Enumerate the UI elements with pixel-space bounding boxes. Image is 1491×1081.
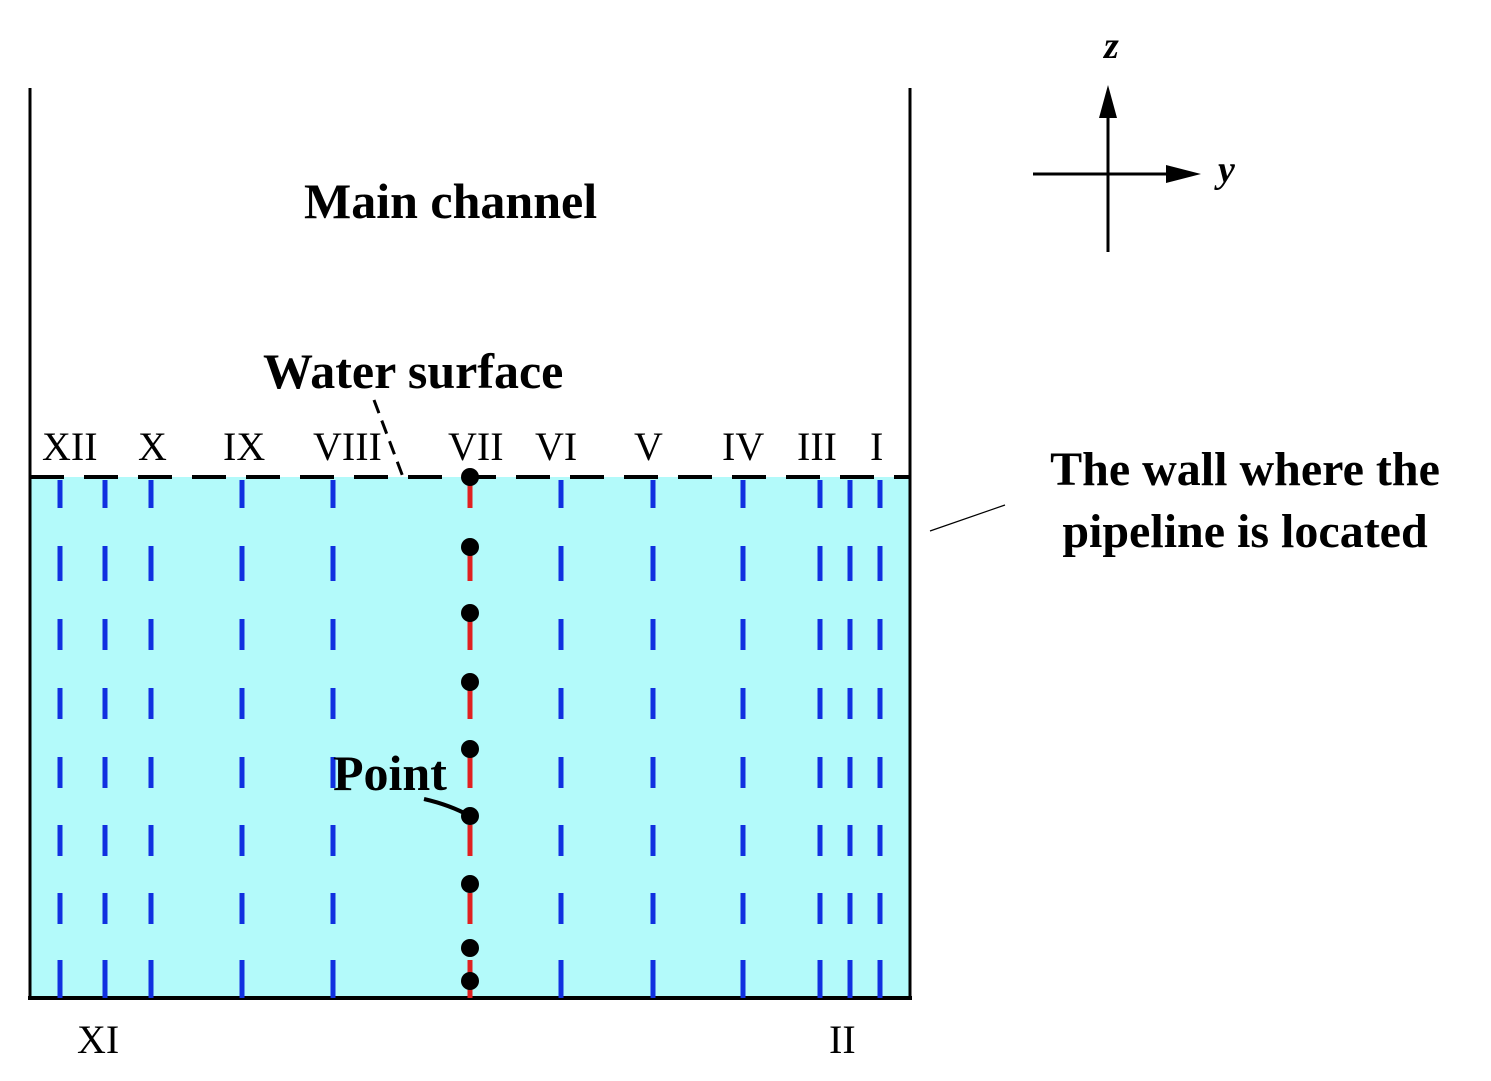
measurement-points: [461, 468, 479, 990]
measurement-verticals: [57, 480, 883, 998]
section-label-ix: IX: [223, 424, 266, 469]
measurement-point: [461, 807, 479, 825]
section-label-xi: XI: [77, 1017, 120, 1062]
measurement-point: [461, 972, 479, 990]
wall-leader: [929, 504, 1006, 532]
z-axis-label: z: [1104, 25, 1119, 67]
measurement-point: [461, 604, 479, 622]
section-label-viii: VIII: [313, 424, 382, 469]
measurement-point: [461, 538, 479, 556]
wall-label: The wall where the pipeline is located: [1010, 439, 1480, 563]
main-channel-label: Main channel: [304, 173, 598, 229]
section-label-ii: II: [829, 1017, 856, 1062]
measurement-point: [461, 875, 479, 893]
section-label-v: V: [634, 424, 663, 469]
point-label: Point: [333, 745, 447, 801]
section-label-iii: III: [797, 424, 837, 469]
water-surface-label: Water surface: [263, 343, 564, 399]
wall-label-line2: pipeline is located: [1062, 505, 1428, 558]
water-surface-leader: [372, 399, 405, 478]
measurement-point: [461, 740, 479, 758]
z-axis-arrowhead: [1099, 85, 1117, 118]
section-label-xii: XII: [42, 424, 98, 469]
measurement-point: [461, 468, 479, 486]
measurement-point: [461, 673, 479, 691]
y-axis-label: y: [1218, 149, 1235, 191]
section-label-vi: VI: [535, 424, 578, 469]
measurement-point: [461, 939, 479, 957]
wall-label-line1: The wall where the: [1050, 443, 1440, 496]
section-label-iv: IV: [722, 424, 765, 469]
y-axis-arrowhead: [1166, 165, 1201, 183]
section-label-x: X: [138, 424, 167, 469]
section-label-vii: VII: [448, 424, 504, 469]
section-label-i: I: [870, 424, 884, 469]
